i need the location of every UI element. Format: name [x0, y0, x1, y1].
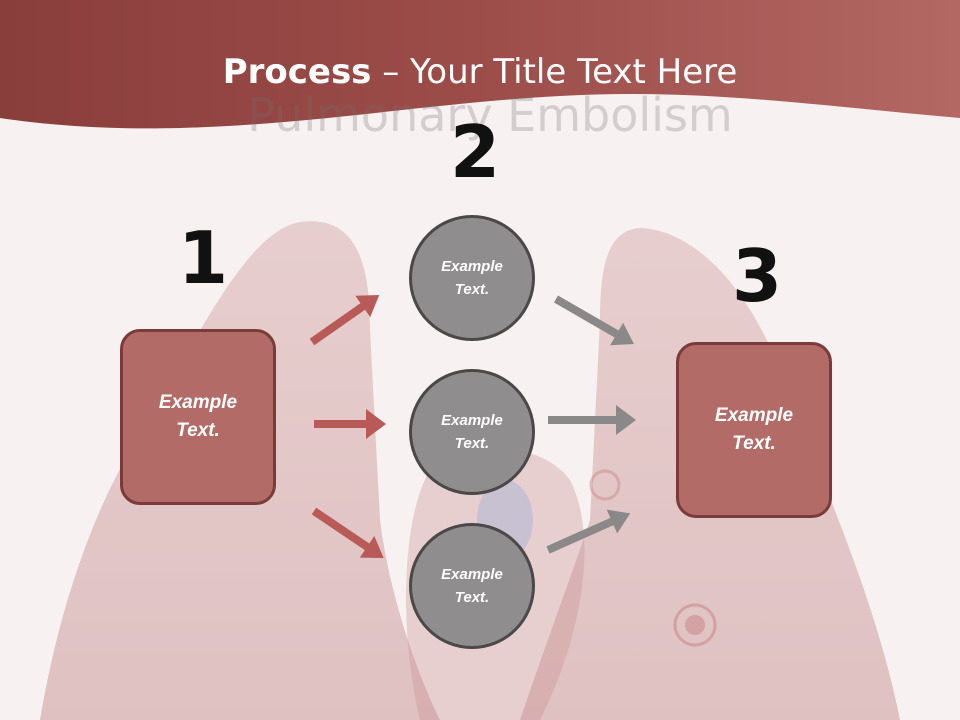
circle-bottom: Example Text.	[409, 523, 535, 649]
slide-title: Process – Your Title Text Here	[0, 52, 960, 92]
step-3-text: Example Text.	[714, 404, 794, 455]
step-number-2: 2	[450, 110, 501, 194]
step-1-box: Example Text.	[120, 329, 276, 505]
vessel-ring-shape	[673, 603, 717, 647]
title-rest: – Your Title Text Here	[371, 52, 738, 92]
circle-middle-text: Example Text.	[441, 411, 503, 452]
circle-top-text: Example Text.	[441, 257, 503, 298]
step-number-3: 3	[732, 234, 783, 318]
step-3-box: Example Text.	[676, 342, 832, 518]
header-band	[0, 0, 960, 129]
step-number-1: 1	[178, 216, 229, 300]
circle-middle: Example Text.	[409, 369, 535, 495]
title-bold: Process	[222, 52, 372, 92]
circle-bottom-text: Example Text.	[441, 565, 503, 606]
background-word: Pulmonary Embolism	[247, 88, 733, 142]
circle-top: Example Text.	[409, 215, 535, 341]
step-1-text: Example Text.	[158, 391, 238, 442]
